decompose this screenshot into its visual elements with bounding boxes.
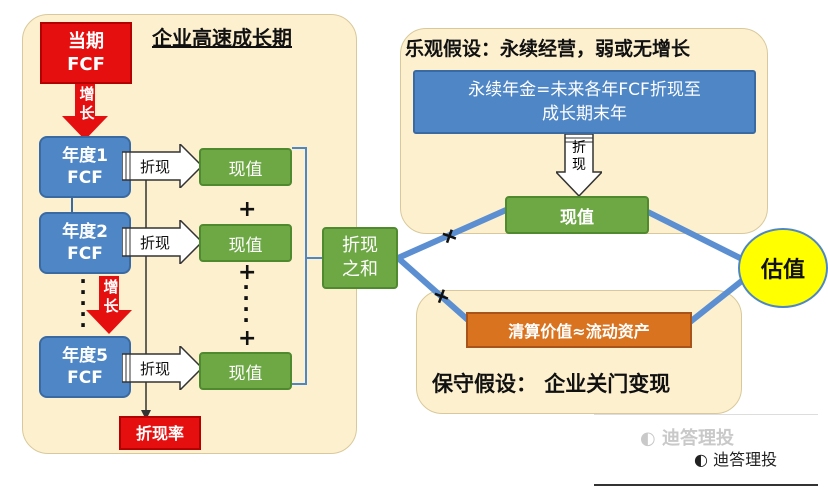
growth-char-2-mid: 长 <box>103 297 119 315</box>
watermark-label: 迪答理投 <box>713 450 778 469</box>
perpetuity-present-value: 现值 <box>505 196 649 234</box>
growth-arrow-mid <box>86 276 132 334</box>
plus-2: + <box>238 260 257 285</box>
growth-char-1-mid: 增 <box>103 278 119 296</box>
year1-fcf-box: 年度1 FCF <box>39 136 131 198</box>
growth-label-top: 增 长 <box>77 85 97 123</box>
current-fcf-line2: FCF <box>67 54 105 75</box>
conservative-title: 保守假设： 企业关门变现 <box>432 372 671 396</box>
current-fcf-box: 当期 FCF <box>40 22 132 84</box>
plus-3: + <box>238 326 257 351</box>
year5-fcf: FCF <box>67 368 103 388</box>
perpetuity-discount-label: 折 现 <box>570 140 588 174</box>
discount-label-2: 折现 <box>140 234 171 252</box>
growth-char-2: 长 <box>79 104 95 122</box>
discount-sum-line2: 之和 <box>342 259 378 280</box>
watermark-box <box>594 414 818 486</box>
year5-label: 年度5 <box>62 346 108 366</box>
discount-label-1: 折现 <box>140 158 171 176</box>
year-ellipsis-dots: ····· <box>79 269 87 337</box>
pv-ellipsis-dots: ···· <box>242 275 250 332</box>
perpetuity-discount-arrow <box>556 134 602 196</box>
liquidation-to-valuation <box>688 273 750 325</box>
discount-arrow-1 <box>122 144 204 188</box>
sum-to-optimistic-pv <box>396 207 508 261</box>
year1-fcf: FCF <box>67 168 103 188</box>
conservative-panel <box>416 290 742 414</box>
plus-1: + <box>238 197 257 222</box>
discount-arrow-3 <box>122 346 204 390</box>
valuation-label: 估值 <box>760 258 805 283</box>
growth-period-title: 企业高速成长期 <box>152 26 292 50</box>
wechat-icon-faded: ◐ <box>640 428 656 449</box>
discount-rate-box: 折现率 <box>119 416 201 450</box>
discount-arrow-2 <box>122 220 204 264</box>
liquidation-value-box: 清算价值≈流动资产 <box>466 312 692 348</box>
watermark-text-faded: ◐ 迪答理投 <box>640 424 734 450</box>
discount-rate-arrowhead <box>141 410 151 420</box>
discount-sum-box: 折现 之和 <box>322 227 398 289</box>
sum-to-liquidation <box>396 255 470 323</box>
discount-sum-line1: 折现 <box>342 235 378 256</box>
growth-label-mid: 增 长 <box>101 278 121 316</box>
perpetuity-discount-char-2: 现 <box>572 157 586 173</box>
present-value-5: 现值 <box>199 352 292 390</box>
liquidation-value-label: 清算价值≈流动资产 <box>508 322 650 341</box>
current-fcf-line1: 当期 <box>68 31 104 52</box>
growth-arrow-top <box>62 84 108 140</box>
perpetuity-formula-line2: 成长期末年 <box>542 104 627 124</box>
valuation-circle: 估值 <box>738 228 828 308</box>
year2-fcf-box: 年度2 FCF <box>39 212 131 274</box>
discount-label-3: 折现 <box>140 360 171 378</box>
year5-fcf-box: 年度5 FCF <box>39 336 131 398</box>
perpetuity-discount-char-1: 折 <box>572 140 586 156</box>
watermark-text: ◐ 迪答理投 <box>694 446 777 470</box>
growth-char-1: 增 <box>79 85 95 103</box>
perpetuity-formula-box: 永续年金=未来各年FCF折现至 成长期末年 <box>413 70 756 134</box>
present-value-1: 现值 <box>199 148 292 186</box>
discount-rate-label: 折现率 <box>135 423 184 443</box>
present-value-2: 现值 <box>199 224 292 262</box>
optimistic-pv-to-valuation <box>646 209 750 265</box>
pv-bracket <box>292 147 307 385</box>
year1-label: 年度1 <box>62 146 108 166</box>
year2-fcf: FCF <box>67 244 103 264</box>
optimistic-title: 乐观假设：永续经营，弱或无增长 <box>405 38 691 60</box>
year2-label: 年度2 <box>62 222 108 242</box>
watermark-faded-label: 迪答理投 <box>662 428 734 449</box>
wechat-icon: ◐ <box>694 450 708 469</box>
perpetuity-formula-line1: 永续年金=未来各年FCF折现至 <box>468 80 701 100</box>
